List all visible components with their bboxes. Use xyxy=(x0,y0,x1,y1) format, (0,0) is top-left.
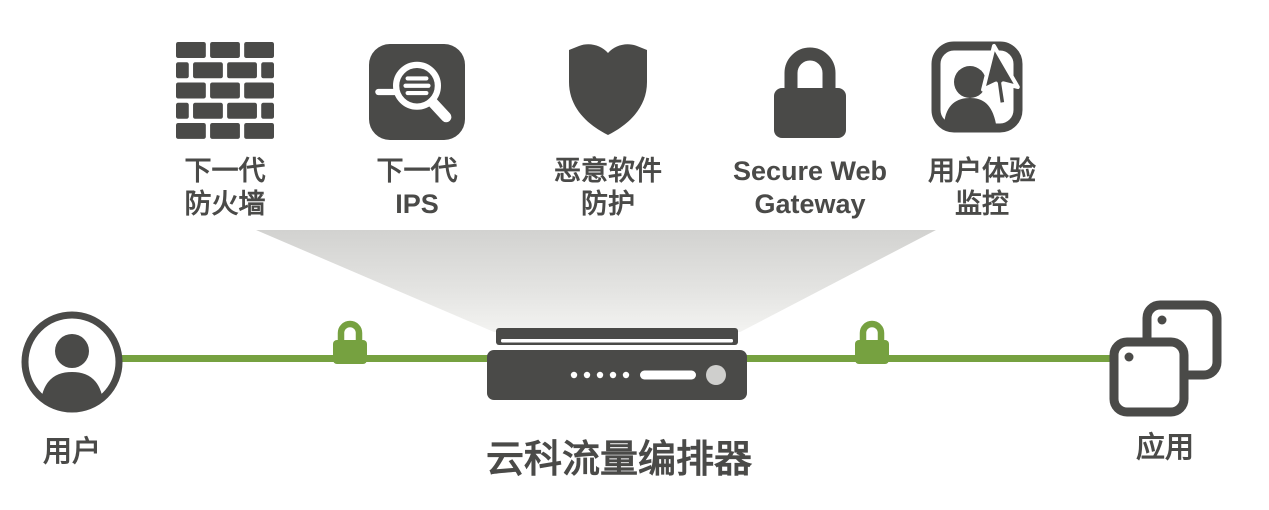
ips-icon-svg xyxy=(369,44,465,140)
service-label-line2: 监控 xyxy=(955,188,1009,219)
service-label-line1: Secure Web xyxy=(732,156,888,186)
service-label-line2: 防火墙 xyxy=(184,188,266,219)
service-label-line1: 恶意软件 xyxy=(554,156,662,186)
service-label-line2: IPS xyxy=(395,188,439,219)
service-label-line2: Gateway xyxy=(754,188,866,219)
service-label-line2: 防护 xyxy=(581,188,635,219)
service-malware-protection: 恶意软件 防护 xyxy=(523,22,693,221)
funnel-shape xyxy=(256,230,936,332)
service-label: 恶意软件 防护 xyxy=(523,155,693,221)
appliance-label: 云科流量编排器 xyxy=(485,439,752,481)
service-label: 下一代 防火墙 xyxy=(140,155,310,221)
service-label: Secure Web Gateway xyxy=(725,155,895,221)
user-label: 用户 xyxy=(42,436,101,468)
ips-magnifier-icon xyxy=(332,22,502,140)
padlock-icon-svg xyxy=(774,47,846,138)
green-lock-icon xyxy=(850,318,894,371)
service-next-gen-ips: 下一代 IPS xyxy=(332,22,502,221)
firewall-icon-svg xyxy=(176,42,274,139)
service-secure-web-gateway: Secure Web Gateway xyxy=(725,22,895,221)
service-label-line1: 下一代 xyxy=(376,156,458,186)
user-monitor-icon-svg xyxy=(931,41,1023,133)
shield-icon-svg xyxy=(569,44,647,135)
firewall-icon xyxy=(140,22,310,140)
network-appliance-icon xyxy=(486,326,748,409)
service-next-gen-firewall: 下一代 防火墙 xyxy=(140,22,310,221)
service-label: 用户体验 监控 xyxy=(897,155,1067,221)
green-lock-icon xyxy=(328,318,372,371)
green-lock-left-svg xyxy=(333,320,367,364)
green-lock-right-svg xyxy=(855,320,889,364)
app-label: 应用 xyxy=(1135,432,1194,464)
endpoint-user xyxy=(20,310,124,419)
padlock-icon xyxy=(725,22,895,140)
service-user-experience-monitoring: 用户体验 监控 xyxy=(897,22,1067,221)
shield-icon xyxy=(523,22,693,140)
endpoint-applications xyxy=(1108,300,1223,423)
stacked-apps-icon xyxy=(1109,300,1222,417)
appliance-svg xyxy=(487,328,747,400)
service-label: 下一代 IPS xyxy=(332,155,502,221)
service-label-line1: 用户体验 xyxy=(928,156,1036,186)
user-monitor-icon xyxy=(897,22,1067,140)
service-label-line1: 下一代 xyxy=(184,156,266,186)
person-circle-icon xyxy=(21,311,123,413)
